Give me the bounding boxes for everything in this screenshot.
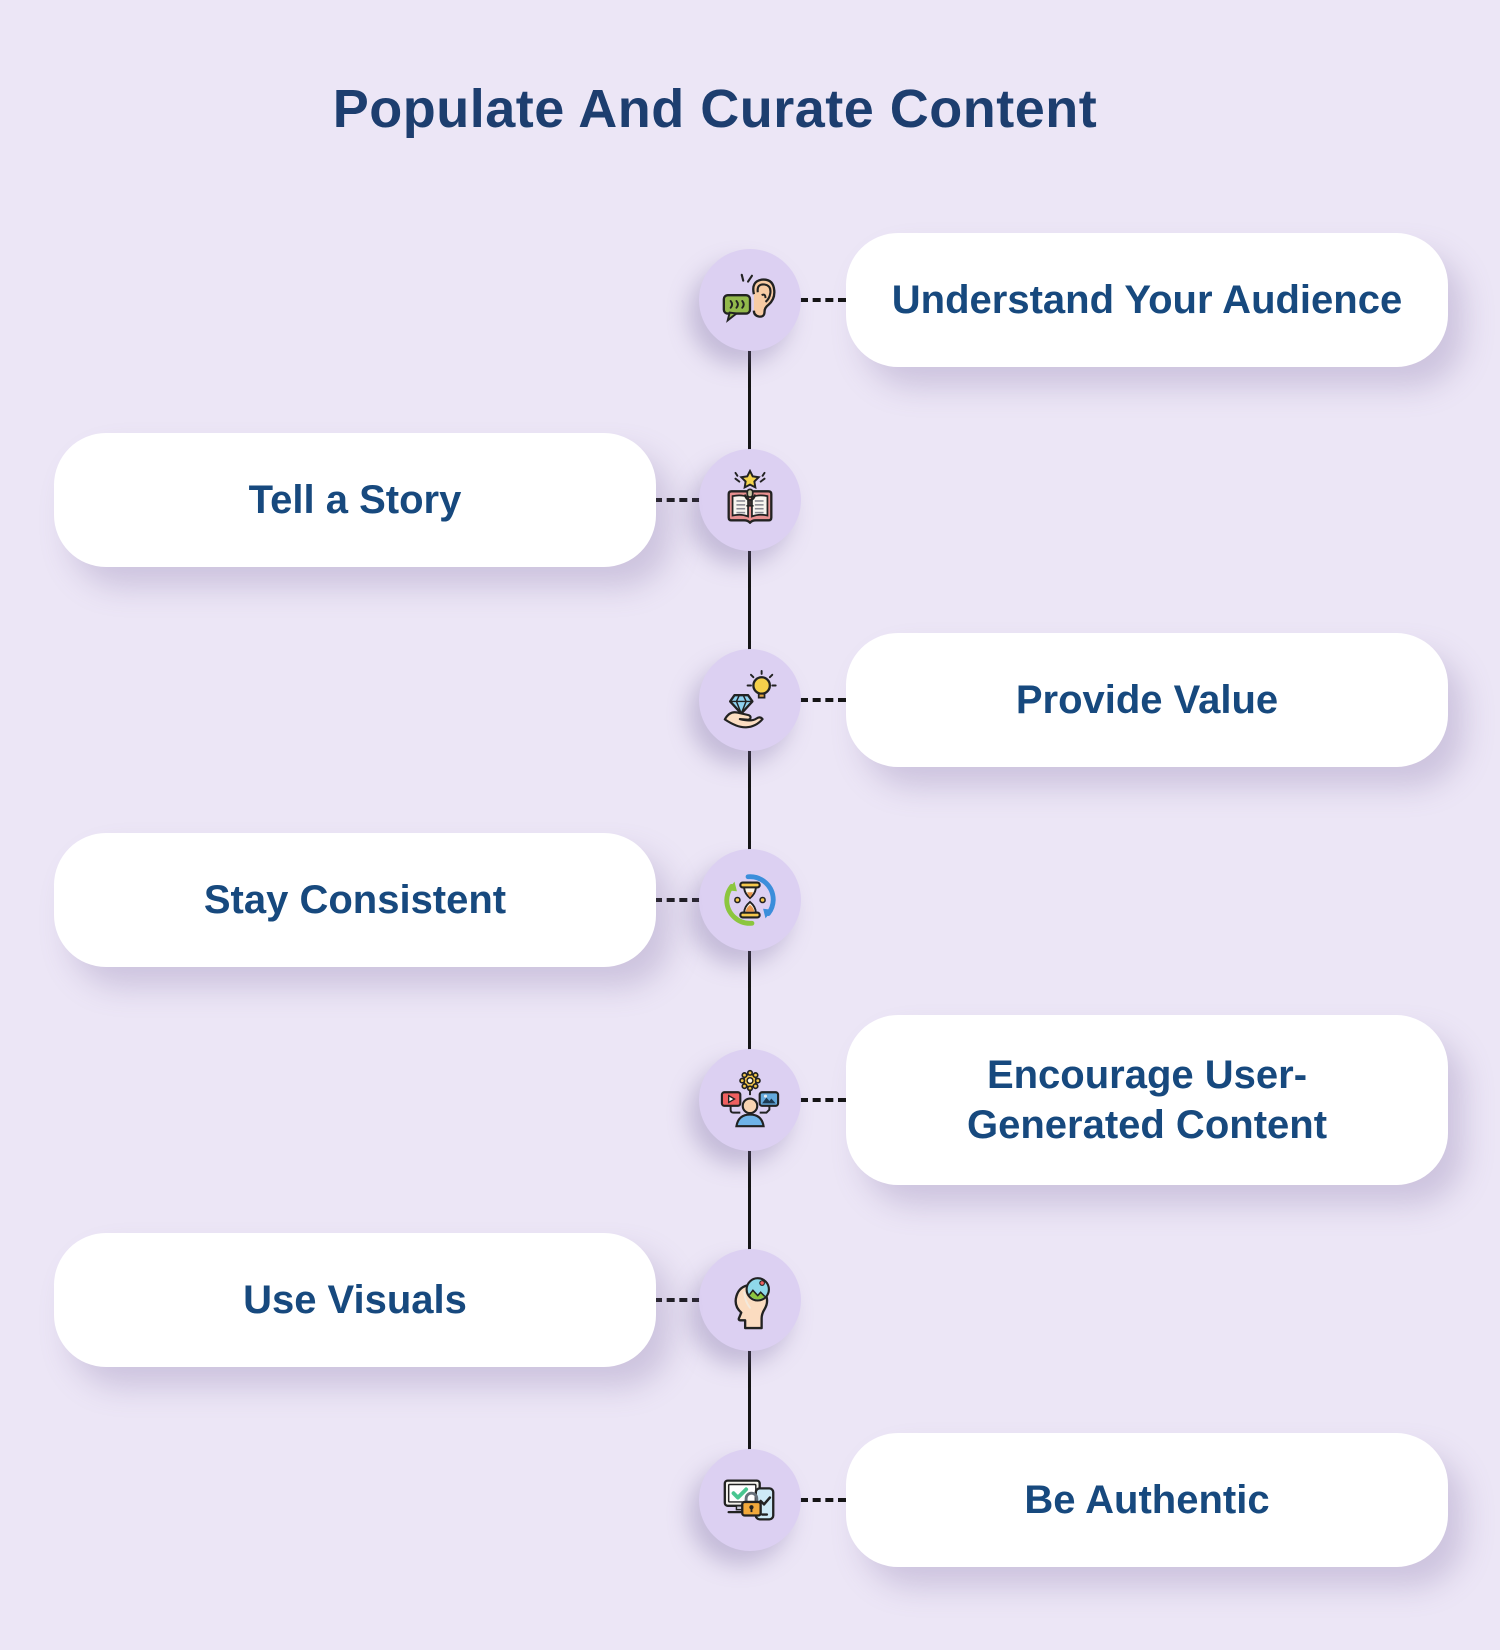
step-label-4: Stay Consistent <box>203 878 507 922</box>
step-card-1: Understand Your Audience <box>846 233 1448 367</box>
step-card-2: Tell a Story <box>54 433 656 567</box>
step-label-5: Encourage User- Generated Content <box>966 1053 1328 1147</box>
authentic-devices-icon <box>723 1479 775 1521</box>
visual-mind-icon <box>734 1277 770 1330</box>
consistency-hourglass-icon <box>724 874 776 926</box>
step-label-6: Use Visuals <box>243 1278 467 1322</box>
connector-step-3 <box>800 698 846 702</box>
connector-step-5 <box>800 1098 846 1102</box>
step-label-3: Provide Value <box>1015 678 1279 722</box>
step-label-2: Tell a Story <box>248 478 462 522</box>
step-card-3: Provide Value <box>846 633 1448 767</box>
step-card-6: Use Visuals <box>54 1233 656 1367</box>
connector-step-1 <box>800 298 846 302</box>
user-generated-content-icon <box>720 1069 780 1128</box>
listening-ear-icon <box>722 273 776 323</box>
step-label-7: Be Authentic <box>1024 1478 1270 1522</box>
connector-step-2 <box>654 498 700 502</box>
connector-step-4 <box>654 898 700 902</box>
page-title: Populate And Curate Content <box>332 79 1098 139</box>
storybook-icon <box>727 469 773 524</box>
connector-step-7 <box>800 1498 846 1502</box>
step-label-1: Understand Your Audience <box>891 278 1403 322</box>
step-card-7: Be Authentic <box>846 1433 1448 1567</box>
value-hand-icon <box>723 669 777 729</box>
step-card-5: Encourage User- Generated Content <box>846 1015 1448 1185</box>
step-card-4: Stay Consistent <box>54 833 656 967</box>
connector-step-6 <box>654 1298 700 1302</box>
step-node-4 <box>699 849 801 951</box>
